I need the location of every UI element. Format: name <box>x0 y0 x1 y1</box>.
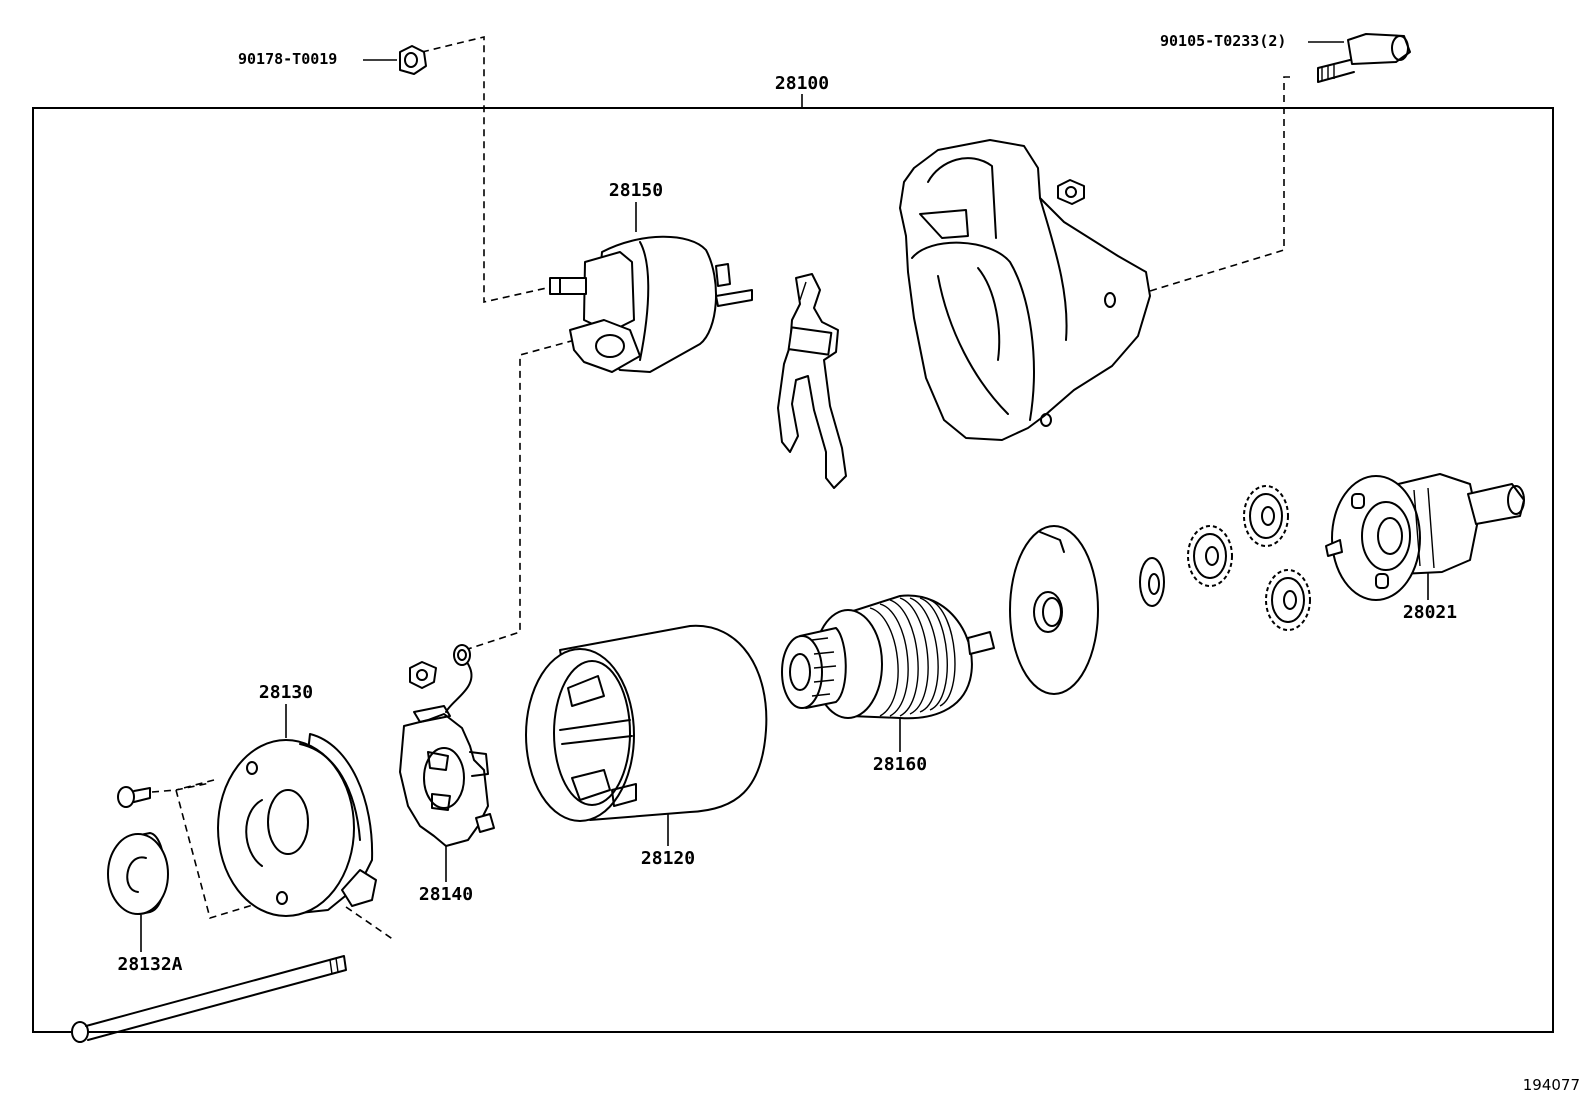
assembly-label: 28100 <box>775 73 829 94</box>
drive-housing <box>899 139 1151 441</box>
drive-lever <box>777 273 847 489</box>
screw-icon <box>117 786 151 808</box>
label-90105-t0233: 90105-T0233(2) <box>1160 32 1286 50</box>
label-28150: 28150 <box>609 180 663 201</box>
planet-gear-3 <box>1265 569 1311 631</box>
figure-number: 194077 <box>1523 1076 1580 1094</box>
bolt-90105-icon <box>1317 33 1411 83</box>
armature-28160 <box>781 594 995 720</box>
label-28021: 28021 <box>1403 602 1457 623</box>
label-28132a: 28132A <box>117 954 182 975</box>
washer-icon <box>1139 557 1165 607</box>
label-28120: 28120 <box>641 848 695 869</box>
label-28160: 28160 <box>873 754 927 775</box>
planet-gear-2 <box>1243 485 1289 547</box>
yoke-28120 <box>525 624 768 822</box>
label-28140: 28140 <box>419 884 473 905</box>
label-90178-t0019: 90178-T0019 <box>238 50 337 68</box>
through-bolt-icon <box>71 955 347 1043</box>
end-cap-28132a <box>107 832 169 915</box>
clutch-28021 <box>1325 473 1525 601</box>
gear-plate <box>1009 525 1099 695</box>
brush-holder-28140 <box>399 644 495 847</box>
end-frame-28130 <box>217 733 377 917</box>
nut-90178-icon <box>399 45 427 75</box>
solenoid-28150 <box>549 235 753 373</box>
planet-gear-1 <box>1187 525 1233 587</box>
label-28130: 28130 <box>259 682 313 703</box>
assembly-frame <box>32 107 1554 1033</box>
